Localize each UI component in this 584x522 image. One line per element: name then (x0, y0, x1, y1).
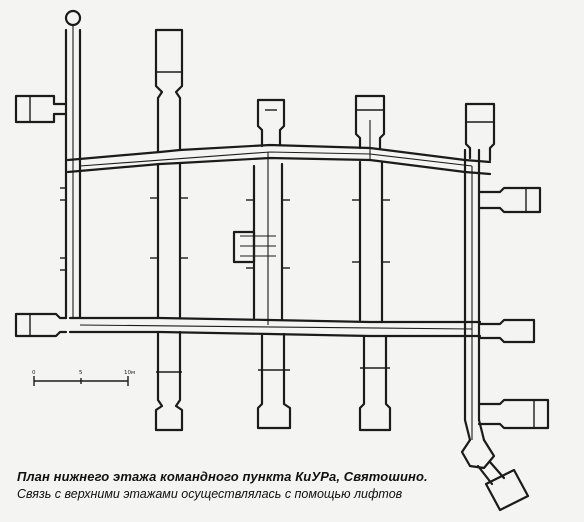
room-left-lower (14, 312, 68, 338)
room-top-2 (154, 28, 184, 154)
room-mid-2 (150, 161, 188, 320)
left-corridor (60, 9, 82, 320)
room-right-mid (477, 318, 536, 344)
room-mid-3 (232, 162, 290, 322)
upper-corridor (66, 143, 492, 176)
room-bottom-2 (154, 330, 184, 432)
caption-subtitle: Связь с верхними этажами осуществлялась … (17, 487, 403, 501)
scale-bar: 0 5 10м (32, 370, 135, 386)
room-mid-4 (352, 160, 390, 324)
room-top-3 (256, 98, 286, 148)
scale-tick-10: 10м (124, 370, 135, 376)
room-top-4 (354, 94, 386, 160)
room-bottom-3 (256, 332, 292, 430)
scale-tick-5: 5 (79, 370, 83, 376)
lower-corridor (68, 316, 482, 338)
room-right-upper (477, 186, 542, 214)
room-bottom-4 (358, 334, 392, 432)
caption-title: План нижнего этажа командного пункта КиУ… (17, 469, 428, 484)
room-left-upper (14, 94, 68, 124)
scale-tick-0: 0 (32, 370, 36, 376)
room-right-lower (477, 398, 550, 430)
right-corridor (463, 148, 486, 442)
cable-runs (72, 24, 473, 440)
room-elevator-bottom-right (460, 438, 530, 512)
room-top-5 (464, 102, 496, 162)
